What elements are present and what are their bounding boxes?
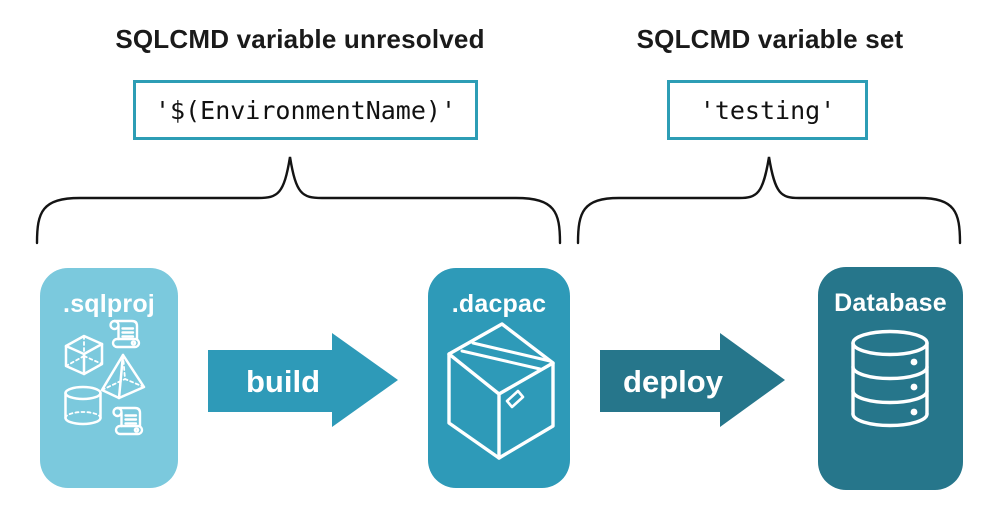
right-brace-path [576, 156, 962, 245]
left-brace-path [35, 156, 562, 245]
heading-variable-unresolved: SQLCMD variable unresolved [115, 24, 485, 54]
stage-card-dacpac: .dacpac [428, 268, 570, 488]
code-box-set-value: 'testing' [667, 80, 868, 140]
build-arrow: build [208, 333, 398, 427]
build-arrow-shape [208, 333, 398, 427]
sql-project-objects-icon [64, 319, 146, 436]
deploy-arrow: deploy [600, 333, 785, 427]
stage-label-sqlproj: .sqlproj [63, 290, 155, 318]
code-text-unresolved: '$(EnvironmentName)' [154, 95, 457, 125]
right-brace [576, 156, 962, 245]
stage-card-database: Database [818, 267, 963, 490]
code-text-set: 'testing' [699, 95, 836, 125]
deploy-arrow-shape [600, 333, 785, 427]
left-brace [35, 156, 562, 245]
stage-card-sqlproj: .sqlproj [40, 268, 178, 488]
stage-label-dacpac: .dacpac [451, 290, 547, 318]
build-arrow-label: build [246, 364, 320, 399]
code-box-unresolved-value: '$(EnvironmentName)' [133, 80, 478, 140]
database-icon [851, 329, 929, 428]
heading-variable-set: SQLCMD variable set [636, 24, 904, 54]
package-icon [447, 322, 555, 460]
deploy-arrow-label: deploy [623, 364, 724, 399]
stage-label-database: Database [834, 289, 947, 317]
